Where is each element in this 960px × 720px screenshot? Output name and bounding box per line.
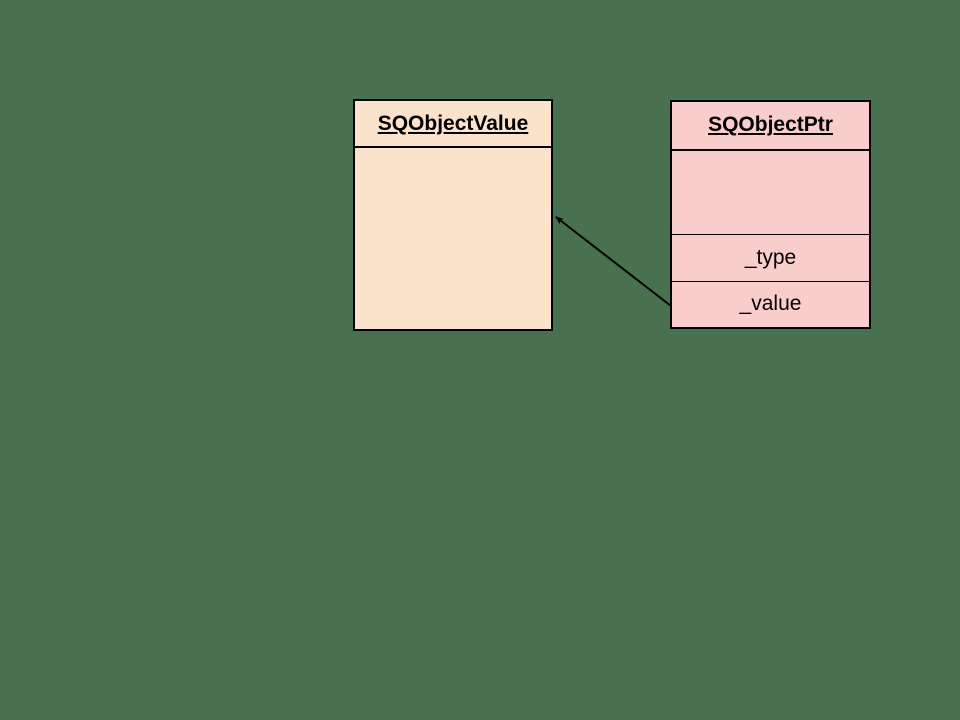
field-type: _type	[744, 245, 797, 269]
arrow-line	[555, 216, 672, 307]
class-title-sqobjectptr: SQObjectPtr	[672, 102, 869, 151]
sqobjectptr-empty-compartment	[672, 151, 869, 235]
class-title-sqobjectvalue: SQObjectValue	[355, 101, 551, 148]
sqobjectvalue-empty-compartment	[355, 148, 551, 329]
field-value: _value	[672, 280, 869, 327]
class-box-sqobjectptr: SQObjectPtr _type _value	[670, 100, 871, 329]
class-box-sqobjectvalue: SQObjectValue	[353, 99, 553, 331]
